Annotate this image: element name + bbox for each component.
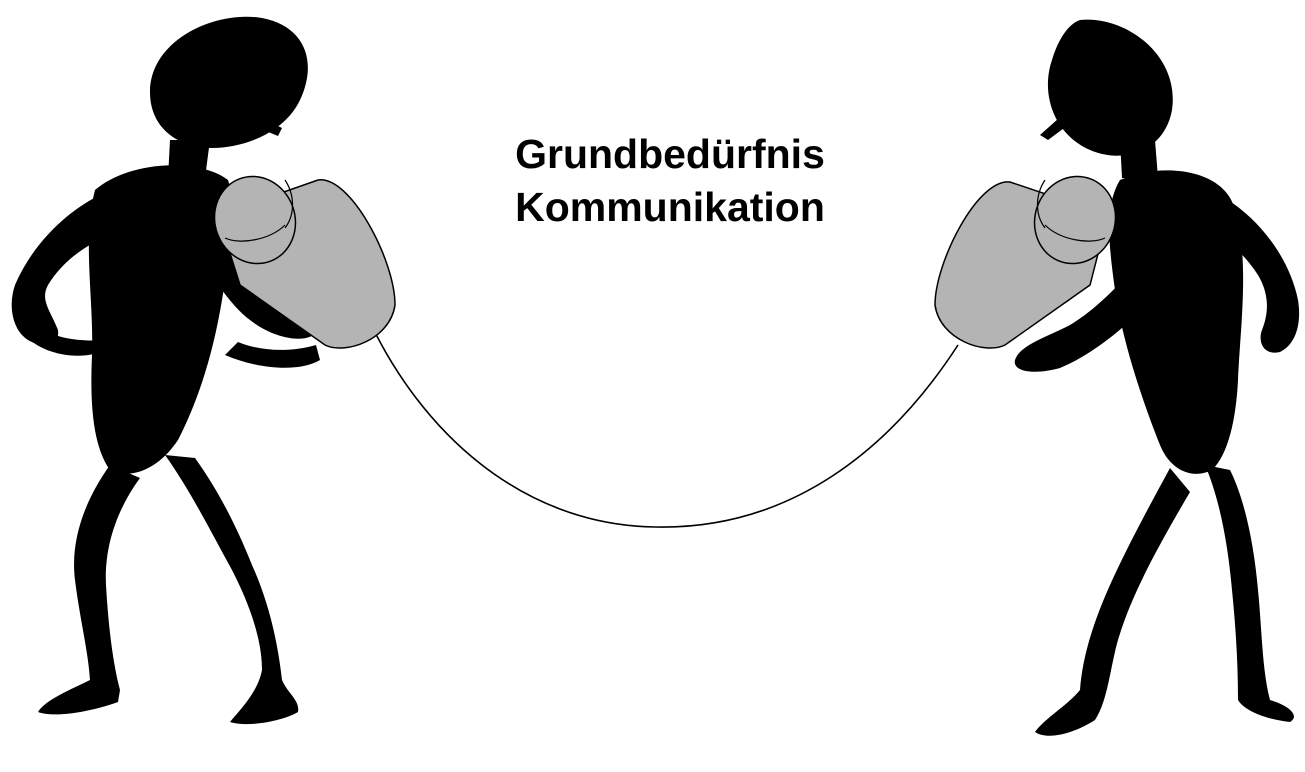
title-text: Grundbedürfnis Kommunikation — [430, 128, 910, 234]
left-person-figure — [11, 16, 366, 725]
title-line-2: Kommunikation — [515, 184, 825, 230]
right-person-figure — [956, 19, 1300, 736]
right-tin-can — [934, 175, 1117, 349]
title-line-1: Grundbedürfnis — [515, 131, 825, 177]
left-tin-can — [213, 175, 396, 349]
connecting-string — [367, 317, 959, 528]
